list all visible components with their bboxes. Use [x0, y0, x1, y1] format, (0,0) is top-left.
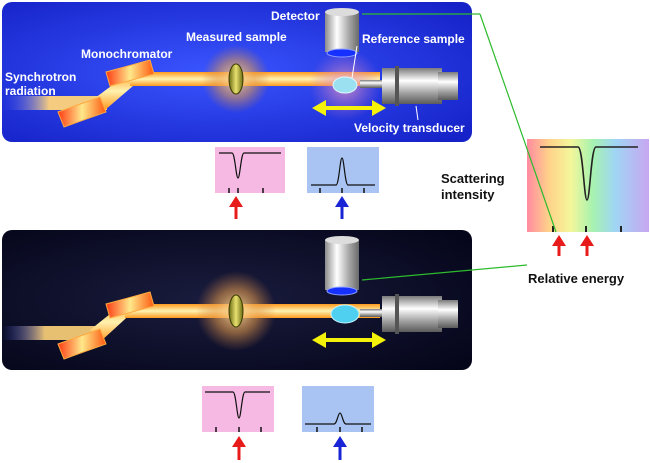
bottom-measured-spectrum — [202, 386, 274, 432]
scattering-intensity-label-line2: intensity — [441, 187, 495, 202]
detector-label: Detector — [271, 9, 320, 23]
detector-icon — [325, 8, 359, 58]
velocity-transducer-icon — [360, 66, 458, 106]
top-reference-spectrum — [307, 147, 379, 193]
velocity-transducer-label: Velocity transducer — [354, 121, 465, 135]
transducer-pointer — [415, 105, 419, 121]
measured-sample-label: Measured sample — [186, 30, 287, 44]
red-arrow-result-right — [580, 235, 594, 256]
monochromator-crystals — [57, 59, 155, 128]
connector-top-diag — [479, 13, 557, 233]
incoming-beam-bottom — [2, 326, 97, 340]
monochromator-label: Monochromator — [81, 47, 173, 61]
synchrotron-label-line2: radiation — [5, 84, 56, 98]
red-arrow-bottom-measured — [232, 436, 246, 460]
measured-sample-icon-bottom — [228, 294, 244, 328]
blue-arrow-top-reference — [335, 196, 349, 219]
red-arrow-result-left — [552, 235, 566, 256]
scattering-intensity-label-line1: Scattering — [441, 171, 505, 186]
connector-bottom — [361, 264, 528, 281]
motion-double-arrow — [312, 100, 386, 116]
monochromator-beam — [95, 72, 140, 110]
monochromator-crystals-bottom — [57, 291, 155, 360]
blue-arrow-bottom-reference — [333, 436, 347, 460]
red-arrow-top-measured — [229, 196, 243, 219]
velocity-transducer-icon-bottom — [360, 294, 458, 334]
top-measured-spectrum — [215, 147, 285, 193]
scattering-result-spectrum — [527, 139, 649, 232]
reference-sample-icon — [332, 76, 358, 94]
motion-double-arrow-bottom — [312, 332, 386, 348]
reference-sample-icon-bottom — [330, 304, 360, 324]
bottom-setup-panel — [2, 230, 472, 370]
relative-energy-label: Relative energy — [528, 271, 625, 286]
measured-sample-icon — [228, 63, 244, 95]
bottom-reference-spectrum — [302, 386, 374, 432]
detector-icon-bottom — [325, 236, 359, 296]
top-setup-panel — [2, 2, 472, 142]
reference-sample-label: Reference sample — [362, 32, 465, 46]
synchrotron-label-line1: Synchrotron — [5, 70, 77, 84]
reference-pointer — [351, 45, 358, 79]
